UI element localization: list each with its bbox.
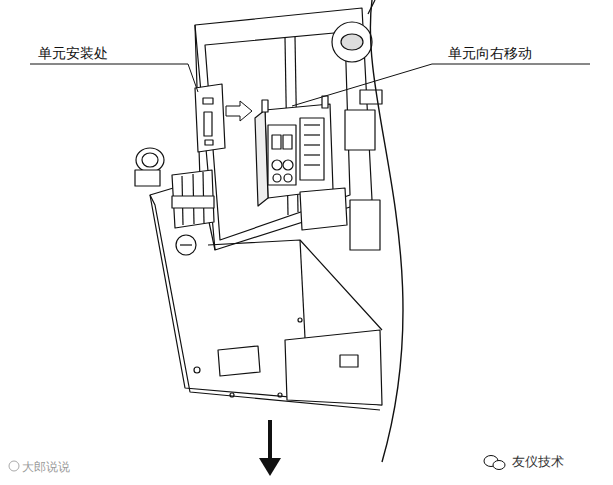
- part-label: 单元安装处: [38, 44, 108, 62]
- watermark: 友仪技术: [512, 453, 564, 471]
- watermark: 大郎说说: [22, 458, 70, 476]
- part-label: 单元向右移动: [448, 44, 532, 62]
